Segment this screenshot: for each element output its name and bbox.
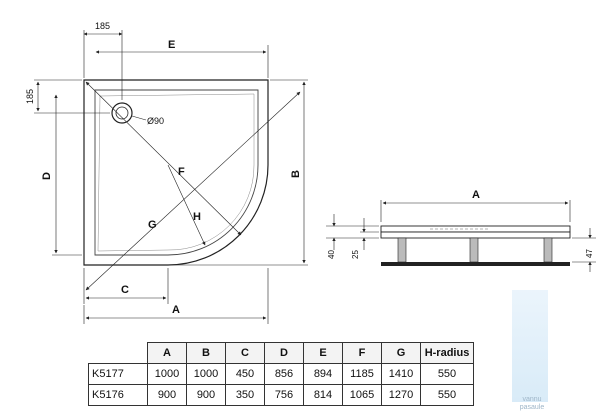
- side-floor: [381, 262, 570, 266]
- left-185-label: 185: [25, 89, 35, 104]
- spec-header-G: G: [381, 342, 421, 364]
- tray-outline: [83, 79, 269, 266]
- value-cell: 1410: [381, 363, 421, 385]
- value-cell: 814: [303, 384, 343, 406]
- model-cell: K5176: [88, 384, 148, 406]
- tray-drawing-svg: Ø90 185 E 185 D B F G H C A A: [25, 21, 596, 324]
- watermark-text: vannu pasaule: [510, 396, 554, 412]
- spec-header-corner: [88, 342, 148, 364]
- model-cell: K5177: [88, 363, 148, 385]
- table-row: K5176 900 900 350 756 814 1065 1270 550: [88, 384, 474, 406]
- value-cell: 550: [420, 384, 474, 406]
- side-foot-left: [397, 237, 407, 263]
- value-cell: 1000: [147, 363, 187, 385]
- dim-E-label: E: [168, 39, 175, 51]
- side-foot-center: [469, 237, 479, 263]
- top-185-label: 185: [95, 21, 110, 31]
- table-row: K5177 1000 1000 450 856 894 1185 1410 55…: [88, 363, 474, 385]
- spec-header-E: E: [303, 342, 343, 364]
- spec-header-B: B: [186, 342, 226, 364]
- value-cell: 350: [225, 384, 265, 406]
- dim-F-label: F: [178, 166, 185, 178]
- spec-header-H: H-radius: [420, 342, 474, 364]
- dim-B-label: B: [290, 170, 302, 178]
- side-dim-A-label: A: [472, 189, 480, 201]
- value-cell: 894: [303, 363, 343, 385]
- value-cell: 1000: [186, 363, 226, 385]
- side-view: A 40 25 47: [326, 189, 596, 272]
- value-cell: 856: [264, 363, 304, 385]
- watermark-graphic: [512, 290, 548, 402]
- spec-header-F: F: [342, 342, 382, 364]
- dim-D-label: D: [41, 172, 53, 180]
- side-25-label: 25: [351, 250, 360, 259]
- spec-header-A: A: [147, 342, 187, 364]
- watermark-line1: vannu: [522, 396, 542, 403]
- spec-header-C: C: [225, 342, 265, 364]
- value-cell: 1065: [342, 384, 382, 406]
- value-cell: 550: [420, 363, 474, 385]
- value-cell: 1185: [342, 363, 382, 385]
- dim-A-bottom-label: A: [172, 304, 180, 316]
- drain-circle: [111, 102, 133, 124]
- side-40-label: 40: [327, 250, 336, 259]
- spec-table: A B C D E F G H-radius K5177 1000 1000 4…: [88, 342, 474, 406]
- value-cell: 450: [225, 363, 265, 385]
- dim-C-label: C: [121, 284, 129, 296]
- spec-table-header-row: A B C D E F G H-radius: [88, 342, 474, 364]
- side-foot-right: [543, 237, 553, 263]
- dim-G-label: G: [148, 219, 157, 231]
- spec-header-D: D: [264, 342, 304, 364]
- side-47-label: 47: [585, 249, 594, 258]
- watermark-line2: pasaule: [519, 404, 545, 411]
- value-cell: 900: [147, 384, 187, 406]
- value-cell: 900: [186, 384, 226, 406]
- value-cell: 756: [264, 384, 304, 406]
- drain-label: Ø90: [147, 116, 164, 126]
- dim-H-label: H: [193, 211, 201, 223]
- value-cell: 1270: [381, 384, 421, 406]
